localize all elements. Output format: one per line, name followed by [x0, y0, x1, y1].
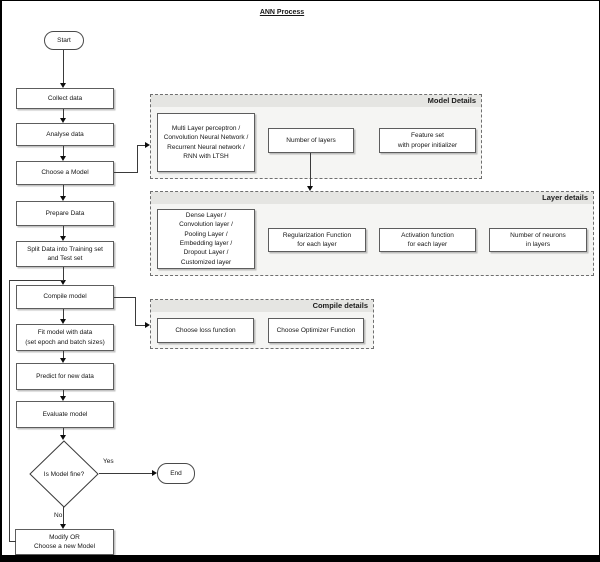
- optimizer-function-box: Choose Optimizer Function: [268, 318, 364, 343]
- connector-predict-evaluate: [63, 390, 64, 396]
- connector-evaluate-decision: [63, 428, 64, 435]
- arrowhead-icon: [152, 470, 157, 476]
- layer-types-box: Dense Layer / Convolution layer / Poolin…: [157, 209, 255, 269]
- arrowhead-icon: [60, 358, 66, 363]
- analyse-data-step: Analyse data: [16, 123, 114, 146]
- arrowhead-icon: [60, 236, 66, 241]
- connector-collect-analyse: [63, 109, 64, 118]
- arrowhead-icon: [145, 322, 150, 328]
- decision-diamond-label: Is Model fine?: [43, 470, 85, 478]
- arrowhead-icon: [60, 156, 66, 161]
- regularization-box: Regularization Function for each layer: [268, 228, 366, 252]
- choose-model-step: Choose a Model: [16, 161, 114, 185]
- connector-modify-feedback: [9, 280, 64, 281]
- evaluate-model-step: Evaluate model: [16, 401, 114, 428]
- connector-layers-layerdetails: [310, 153, 311, 186]
- model-details-title: Model Details: [151, 95, 481, 107]
- arrowhead-icon: [60, 196, 66, 201]
- yes-branch-label: Yes: [103, 458, 114, 465]
- connector-modify-feedback: [9, 541, 16, 542]
- connector-choose-prepare: [63, 185, 64, 196]
- fit-model-step: Fit model with data (set epoch and batch…: [16, 324, 114, 351]
- arrowhead-icon: [60, 524, 66, 529]
- collect-data-step: Collect data: [16, 88, 114, 109]
- arrowhead-icon: [60, 435, 66, 440]
- connector-fit-predict: [63, 351, 64, 358]
- page-title: ANN Process: [259, 9, 305, 16]
- arrowhead-icon: [60, 280, 66, 285]
- model-types-box: Multi Layer perceptron / Convolution Neu…: [157, 113, 255, 172]
- no-branch-label: No: [54, 512, 63, 519]
- connector-decision-modify: [63, 507, 64, 524]
- connector-compile-fit: [63, 309, 64, 319]
- connector-prepare-split: [63, 226, 64, 236]
- connector-choose-modeldetails: [114, 172, 138, 173]
- arrowhead-icon: [60, 396, 66, 401]
- split-data-step: Split Data into Training set and Test se…: [16, 241, 114, 267]
- connector-start-collect: [63, 50, 64, 83]
- compile-details-title: Compile details: [151, 300, 373, 312]
- connector-split-compile: [63, 267, 64, 280]
- arrowhead-icon: [145, 142, 150, 148]
- prepare-data-step: Prepare Data: [16, 201, 114, 226]
- number-of-layers-box: Number of layers: [268, 128, 354, 153]
- arrowhead-icon: [307, 186, 313, 191]
- layer-details-title: Layer details: [151, 192, 593, 204]
- connector-decision-end: [99, 473, 152, 474]
- neurons-box: Number of neurons in layers: [489, 228, 587, 252]
- connector-analyse-choose: [63, 146, 64, 156]
- connector-compile-compiledetails: [114, 297, 136, 298]
- connector-choose-modeldetails: [137, 145, 146, 146]
- predict-step: Predict for new data: [16, 363, 114, 390]
- compile-model-step: Compile model: [16, 285, 114, 309]
- end-terminator: End: [157, 463, 195, 484]
- start-terminator: Start: [44, 31, 84, 50]
- feature-set-box: Feature set with proper initializer: [379, 128, 476, 153]
- arrowhead-icon: [60, 319, 66, 324]
- loss-function-box: Choose loss function: [157, 318, 254, 343]
- arrowhead-icon: [60, 83, 66, 88]
- connector-choose-modeldetails: [137, 145, 138, 173]
- arrowhead-icon: [60, 118, 66, 123]
- decision-diamond-shape: [29, 440, 99, 508]
- connector-compile-compiledetails: [135, 297, 136, 326]
- modify-model-step: Modify OR Choose a new Model: [15, 529, 114, 555]
- connector-modify-feedback: [9, 280, 10, 542]
- activation-box: Activation function for each layer: [379, 228, 476, 252]
- connector-compile-compiledetails: [135, 325, 145, 326]
